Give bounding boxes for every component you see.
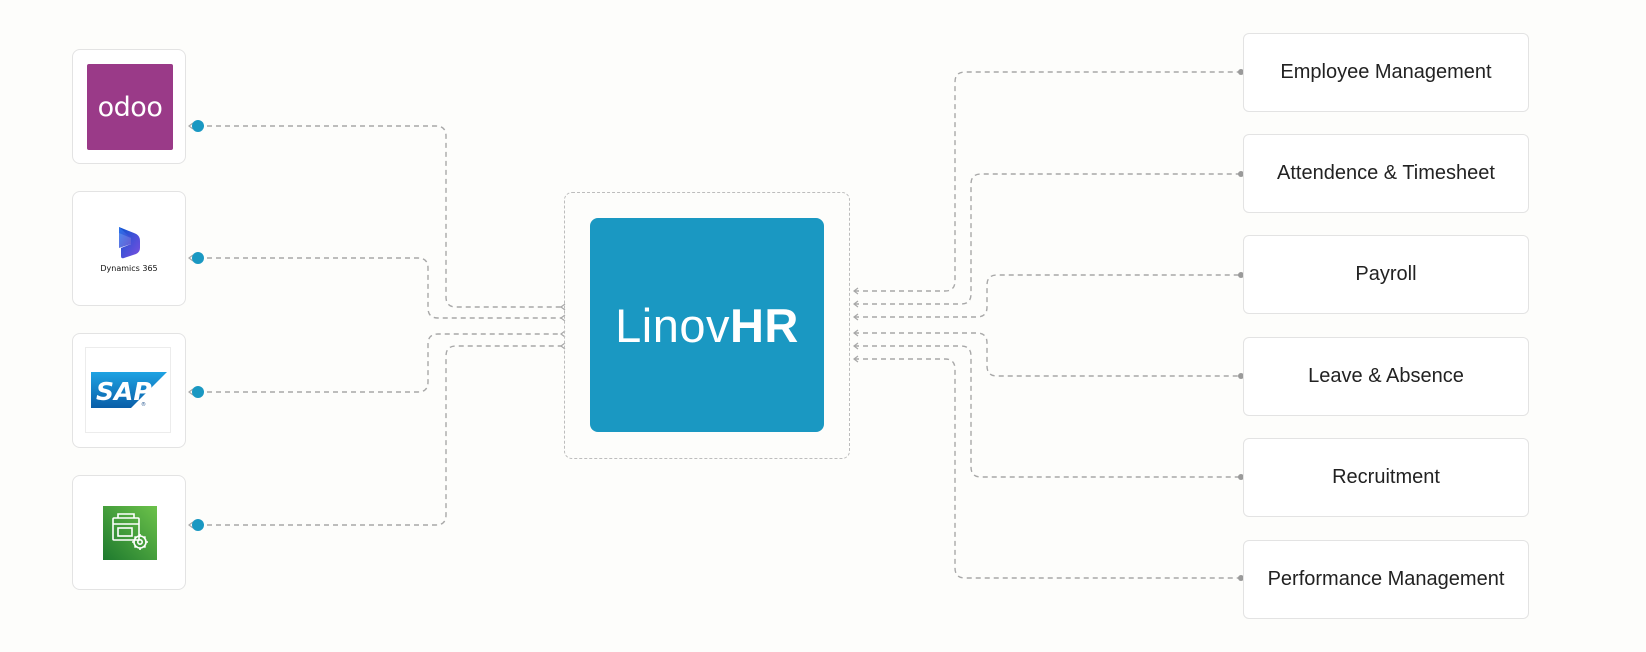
dynamics-365-card: Dynamics 365 (72, 191, 186, 306)
connector-employee-management (854, 71, 1242, 292)
odoo-dot (192, 120, 204, 132)
sap-logo: SAP ® (91, 372, 167, 408)
module-payroll: Payroll (1243, 235, 1529, 314)
connector-dynamics (198, 257, 562, 319)
connector-green-app (198, 345, 562, 526)
odoo-logo: odoo (87, 64, 173, 150)
hub-frame (564, 192, 850, 459)
odoo-card: odoo (72, 49, 186, 164)
sap-dot (192, 386, 204, 398)
module-label: Employee Management (1280, 61, 1492, 83)
odoo-logo-text: odoo (97, 91, 163, 123)
connector-odoo (198, 125, 562, 308)
linovhr-hub: LinovHR (590, 218, 824, 432)
green-config-app-card (72, 475, 186, 590)
sap-logo-frame: SAP ® (85, 347, 171, 433)
module-attendence-timesheet: Attendence & Timesheet (1243, 134, 1529, 213)
module-performance-management: Performance Management (1243, 540, 1529, 619)
sap-card: SAP ® (72, 333, 186, 448)
connector-leave (854, 332, 1242, 377)
module-label: Recruitment (1332, 466, 1440, 488)
module-label: Attendence & Timesheet (1277, 162, 1495, 184)
module-leave-absence: Leave & Absence (1243, 337, 1529, 416)
connector-attendence (854, 173, 1242, 305)
module-label: Performance Management (1267, 568, 1505, 590)
sap-logo-text: SAP (96, 377, 152, 406)
green-config-app-icon (103, 506, 157, 560)
connector-recruitment (854, 345, 1242, 478)
dynamics-365-icon (119, 227, 140, 259)
linovhr-logo-text: LinovHR (615, 298, 799, 352)
module-recruitment: Recruitment (1243, 438, 1529, 517)
connector-sap (198, 333, 562, 393)
svg-text:®: ® (141, 401, 146, 408)
connector-payroll (854, 274, 1242, 318)
module-employee-management: Employee Management (1243, 33, 1529, 112)
dynamics-365-label: Dynamics 365 (100, 264, 158, 273)
module-label: Payroll (1355, 263, 1417, 285)
dynamics-dot (192, 252, 204, 264)
connector-performance (854, 358, 1242, 579)
module-label: Leave & Absence (1308, 365, 1464, 387)
green-app-dot (192, 519, 204, 531)
